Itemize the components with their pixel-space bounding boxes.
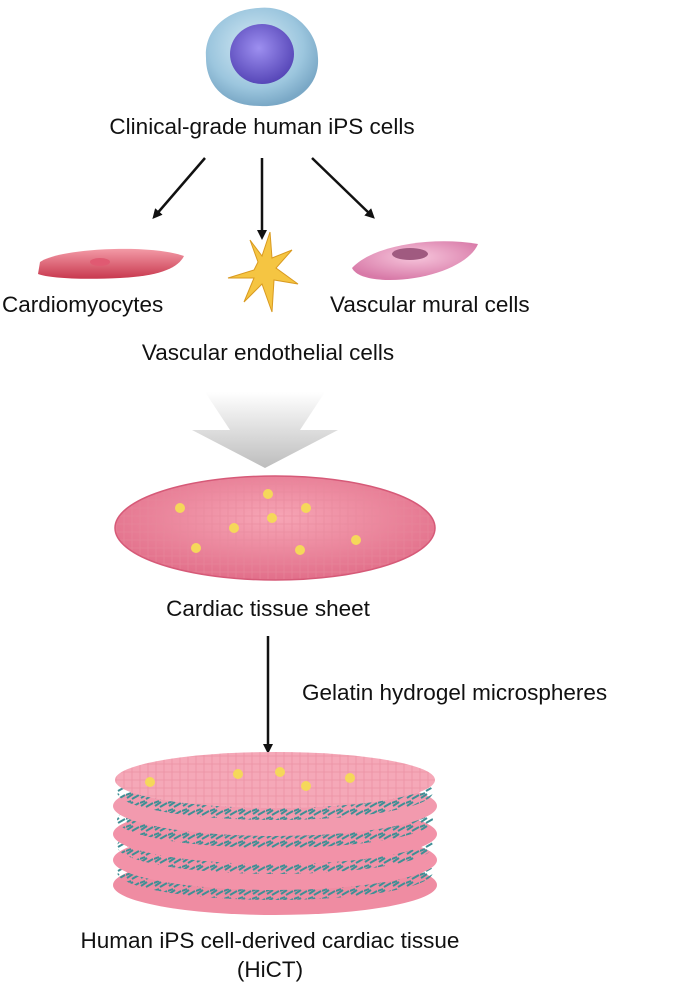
cardiomyocytes-label: Cardiomyocytes bbox=[2, 292, 164, 317]
arrow-to-mural bbox=[311, 157, 375, 219]
mural-cell-icon bbox=[352, 241, 478, 280]
tissue-sheet-icon bbox=[114, 475, 436, 581]
step-label: Gelatin hydrogel microspheres bbox=[302, 680, 608, 705]
endothelial-label: Vascular endothelial cells bbox=[141, 340, 395, 365]
sheet-label: Cardiac tissue sheet bbox=[166, 596, 370, 621]
cardiomyocyte-icon bbox=[38, 248, 184, 279]
result-label-line2: (HiCT) bbox=[236, 957, 304, 982]
endothelial-cell-icon bbox=[227, 231, 299, 313]
result-label-line1: Human iPS cell-derived cardiac tissue bbox=[80, 928, 460, 953]
arrow-to-cardiomyocytes bbox=[152, 157, 206, 220]
mural-label: Vascular mural cells bbox=[330, 292, 530, 317]
stacked-tissue-icon bbox=[113, 752, 437, 915]
source-label: Clinical-grade human iPS cells bbox=[109, 114, 415, 139]
convergence-arrow bbox=[192, 392, 338, 468]
ips-cell-icon bbox=[205, 7, 319, 107]
